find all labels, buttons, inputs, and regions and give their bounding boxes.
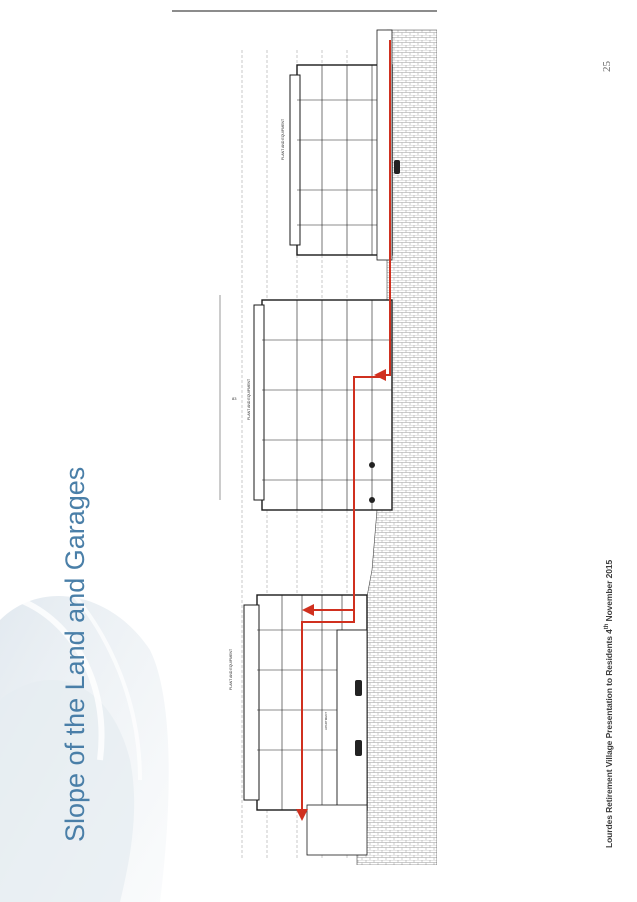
plant-label-middle: PLANT AND EQUIPMENT — [247, 378, 251, 420]
building-top — [289, 29, 393, 261]
plant-label-top: PLANT AND EQUIPMENT — [281, 118, 285, 160]
apartment-label: APARTMENT — [324, 712, 328, 730]
page-number: 25 — [601, 61, 613, 72]
section-drawing: PLANT AND EQUIPMENT PLANT AND EQUIPMENT … — [172, 10, 437, 865]
car-icon — [355, 160, 400, 756]
footer-superscript: th — [604, 623, 611, 630]
footer-main: Lourdes Retirement Village Presentation … — [604, 629, 614, 848]
footer-text: Lourdes Retirement Village Presentation … — [604, 560, 614, 848]
footer-end: November 2015 — [604, 559, 614, 624]
slope-arrows — [296, 40, 391, 821]
plant-label-bottom: PLANT AND EQUIPMENT — [229, 648, 233, 690]
background-swirl — [0, 578, 169, 902]
building-bottom — [243, 594, 368, 856]
building-middle — [253, 299, 393, 511]
slide-title: Slope of the Land and Garages — [60, 466, 90, 842]
dimension-label: 83 — [232, 396, 237, 401]
